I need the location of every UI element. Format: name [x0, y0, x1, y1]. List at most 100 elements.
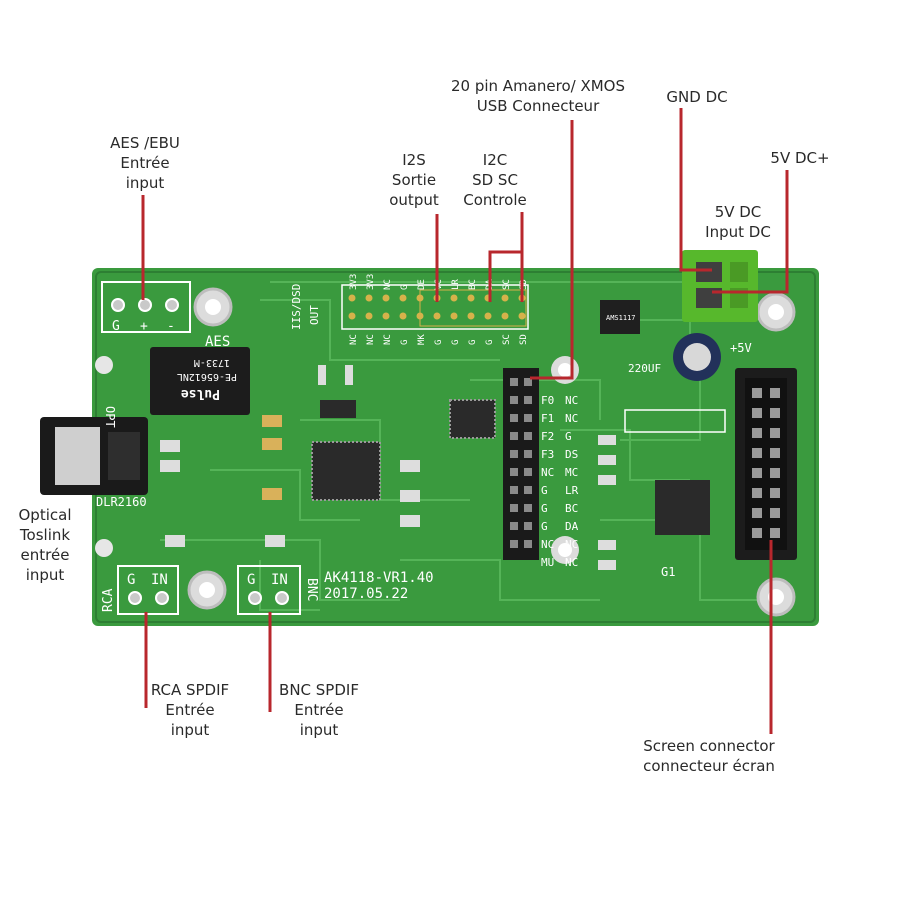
transformer-part: PE-65612NL [177, 371, 237, 382]
usb-pin [524, 468, 532, 476]
callout-rca-line3: input [170, 721, 210, 739]
toslink-connector: OPT DLR2160 [40, 406, 148, 509]
usb-pin-label-right: DS [565, 448, 578, 461]
usb-pin [524, 396, 532, 404]
dc-terminal [682, 250, 758, 322]
aes-pin-plus: + [140, 319, 148, 334]
usb-pin-label-right: NC [565, 556, 578, 569]
header-pin [416, 312, 424, 320]
callout-gnd: GND DC [655, 87, 739, 107]
callout-rca-line1: RCA SPDIF [150, 681, 230, 699]
bnc-board-label: BNC [304, 578, 319, 601]
header-bottom-label: NC [383, 334, 393, 345]
g1-label: G1 [661, 565, 675, 579]
pulse-transformer: Pulse PE-65612NL 1733-M [150, 347, 250, 415]
usb-pin [510, 432, 518, 440]
screen-pin [770, 448, 780, 458]
header-pin [501, 312, 509, 320]
header-top-label: NC [383, 279, 393, 290]
callout-bnc: BNC SPDIF Entrée input [266, 680, 372, 740]
header-pin [365, 312, 373, 320]
screen-pin [752, 448, 762, 458]
version-label: AK4118-VR1.40 [324, 570, 434, 586]
callout-optical-line3: entrée [20, 546, 70, 564]
callout-aes-line2: Entrée [120, 154, 170, 172]
callout-screen-line2: connecteur écran [643, 757, 775, 775]
screen-pin [770, 528, 780, 538]
usb-pin-label-right: DA [565, 520, 579, 533]
screen-connector [735, 368, 797, 560]
callout-i2s-line3: output [389, 191, 439, 209]
plus5v-label: +5V [730, 341, 752, 355]
usb-pin-label-left: MU [541, 556, 554, 569]
header-pin [365, 294, 373, 302]
usb-pin [524, 414, 532, 422]
rca-pin-in: IN [151, 572, 168, 588]
callout-usb-line2: USB Connecteur [476, 97, 600, 115]
display-controller-chip: G1 [624, 409, 726, 579]
leader-usb [530, 120, 574, 380]
header-pin [467, 294, 475, 302]
usb-pin [524, 378, 532, 386]
screen-pin [752, 408, 762, 418]
usb-pin-label-left: G [541, 484, 548, 497]
header-bottom-label: SD [519, 334, 529, 345]
leader-i2c [488, 212, 524, 302]
header-pin [450, 294, 458, 302]
callout-i2s: I2S Sortie output [382, 150, 446, 210]
smd-components [160, 365, 616, 570]
transformer-code: 1733-M [194, 357, 230, 368]
usb-pin-label-right: NC [565, 412, 578, 425]
usb-pin [524, 522, 532, 530]
header-pin [399, 312, 407, 320]
usb-pin-label-left: G [541, 502, 548, 515]
dlr-label: DLR2160 [96, 495, 147, 509]
callout-optical-line4: input [25, 566, 65, 584]
header-pin [382, 294, 390, 302]
header-bottom-label: G [434, 340, 444, 345]
header-bottom-label: MK [417, 334, 427, 345]
header-top-label: VC [434, 279, 444, 290]
bnc-pin-in: IN [271, 572, 288, 588]
usb-pin [524, 504, 532, 512]
callout-rca: RCA SPDIF Entrée input [140, 680, 240, 740]
callout-optical-line2: Toslink [19, 526, 71, 544]
header-top-label: 3V3 [349, 274, 359, 290]
header-bottom-label: G [468, 340, 478, 345]
header-bottom-label: SC [502, 334, 512, 345]
callout-i2c-line3: Controle [463, 191, 527, 209]
capacitor-label: 220UF [628, 362, 661, 375]
callout-5v-input-line1: 5V DC [714, 203, 762, 221]
header-top-label: LR [451, 279, 461, 290]
header-pin [467, 312, 475, 320]
usb-pin-label-left: F3 [541, 448, 554, 461]
callout-5v-input-line2: Input DC [705, 223, 771, 241]
capacitor: 220UF +5V [628, 333, 752, 381]
callout-i2s-line1: I2S [402, 151, 426, 169]
usb-pin-label-right: MC [565, 466, 578, 479]
usb-pin-label-right: NC [565, 538, 578, 551]
screen-pin [770, 428, 780, 438]
ak4118-chip: AMS1117 [311, 300, 640, 501]
usb-pin-label-right: NC [565, 394, 578, 407]
screen-pin [770, 468, 780, 478]
leader-gnd [679, 108, 712, 272]
callout-5v-plus: 5V DC+ [758, 148, 842, 168]
header-pin [501, 294, 509, 302]
usb-pin-label-left: NC [541, 538, 554, 551]
callout-screen-line1: Screen connector [643, 737, 775, 755]
header-bottom-label: NC [349, 334, 359, 345]
rca-board-label: RCA [101, 588, 116, 612]
callout-rca-line2: Entrée [165, 701, 215, 719]
aes-pin-minus: - [167, 319, 175, 334]
header-pin [399, 294, 407, 302]
screen-pin [752, 428, 762, 438]
header-pin [450, 312, 458, 320]
usb-pin [510, 396, 518, 404]
header-pin [348, 312, 356, 320]
usb-pin-label-right: BC [565, 502, 578, 515]
usb-pin [510, 468, 518, 476]
screen-pin [770, 508, 780, 518]
